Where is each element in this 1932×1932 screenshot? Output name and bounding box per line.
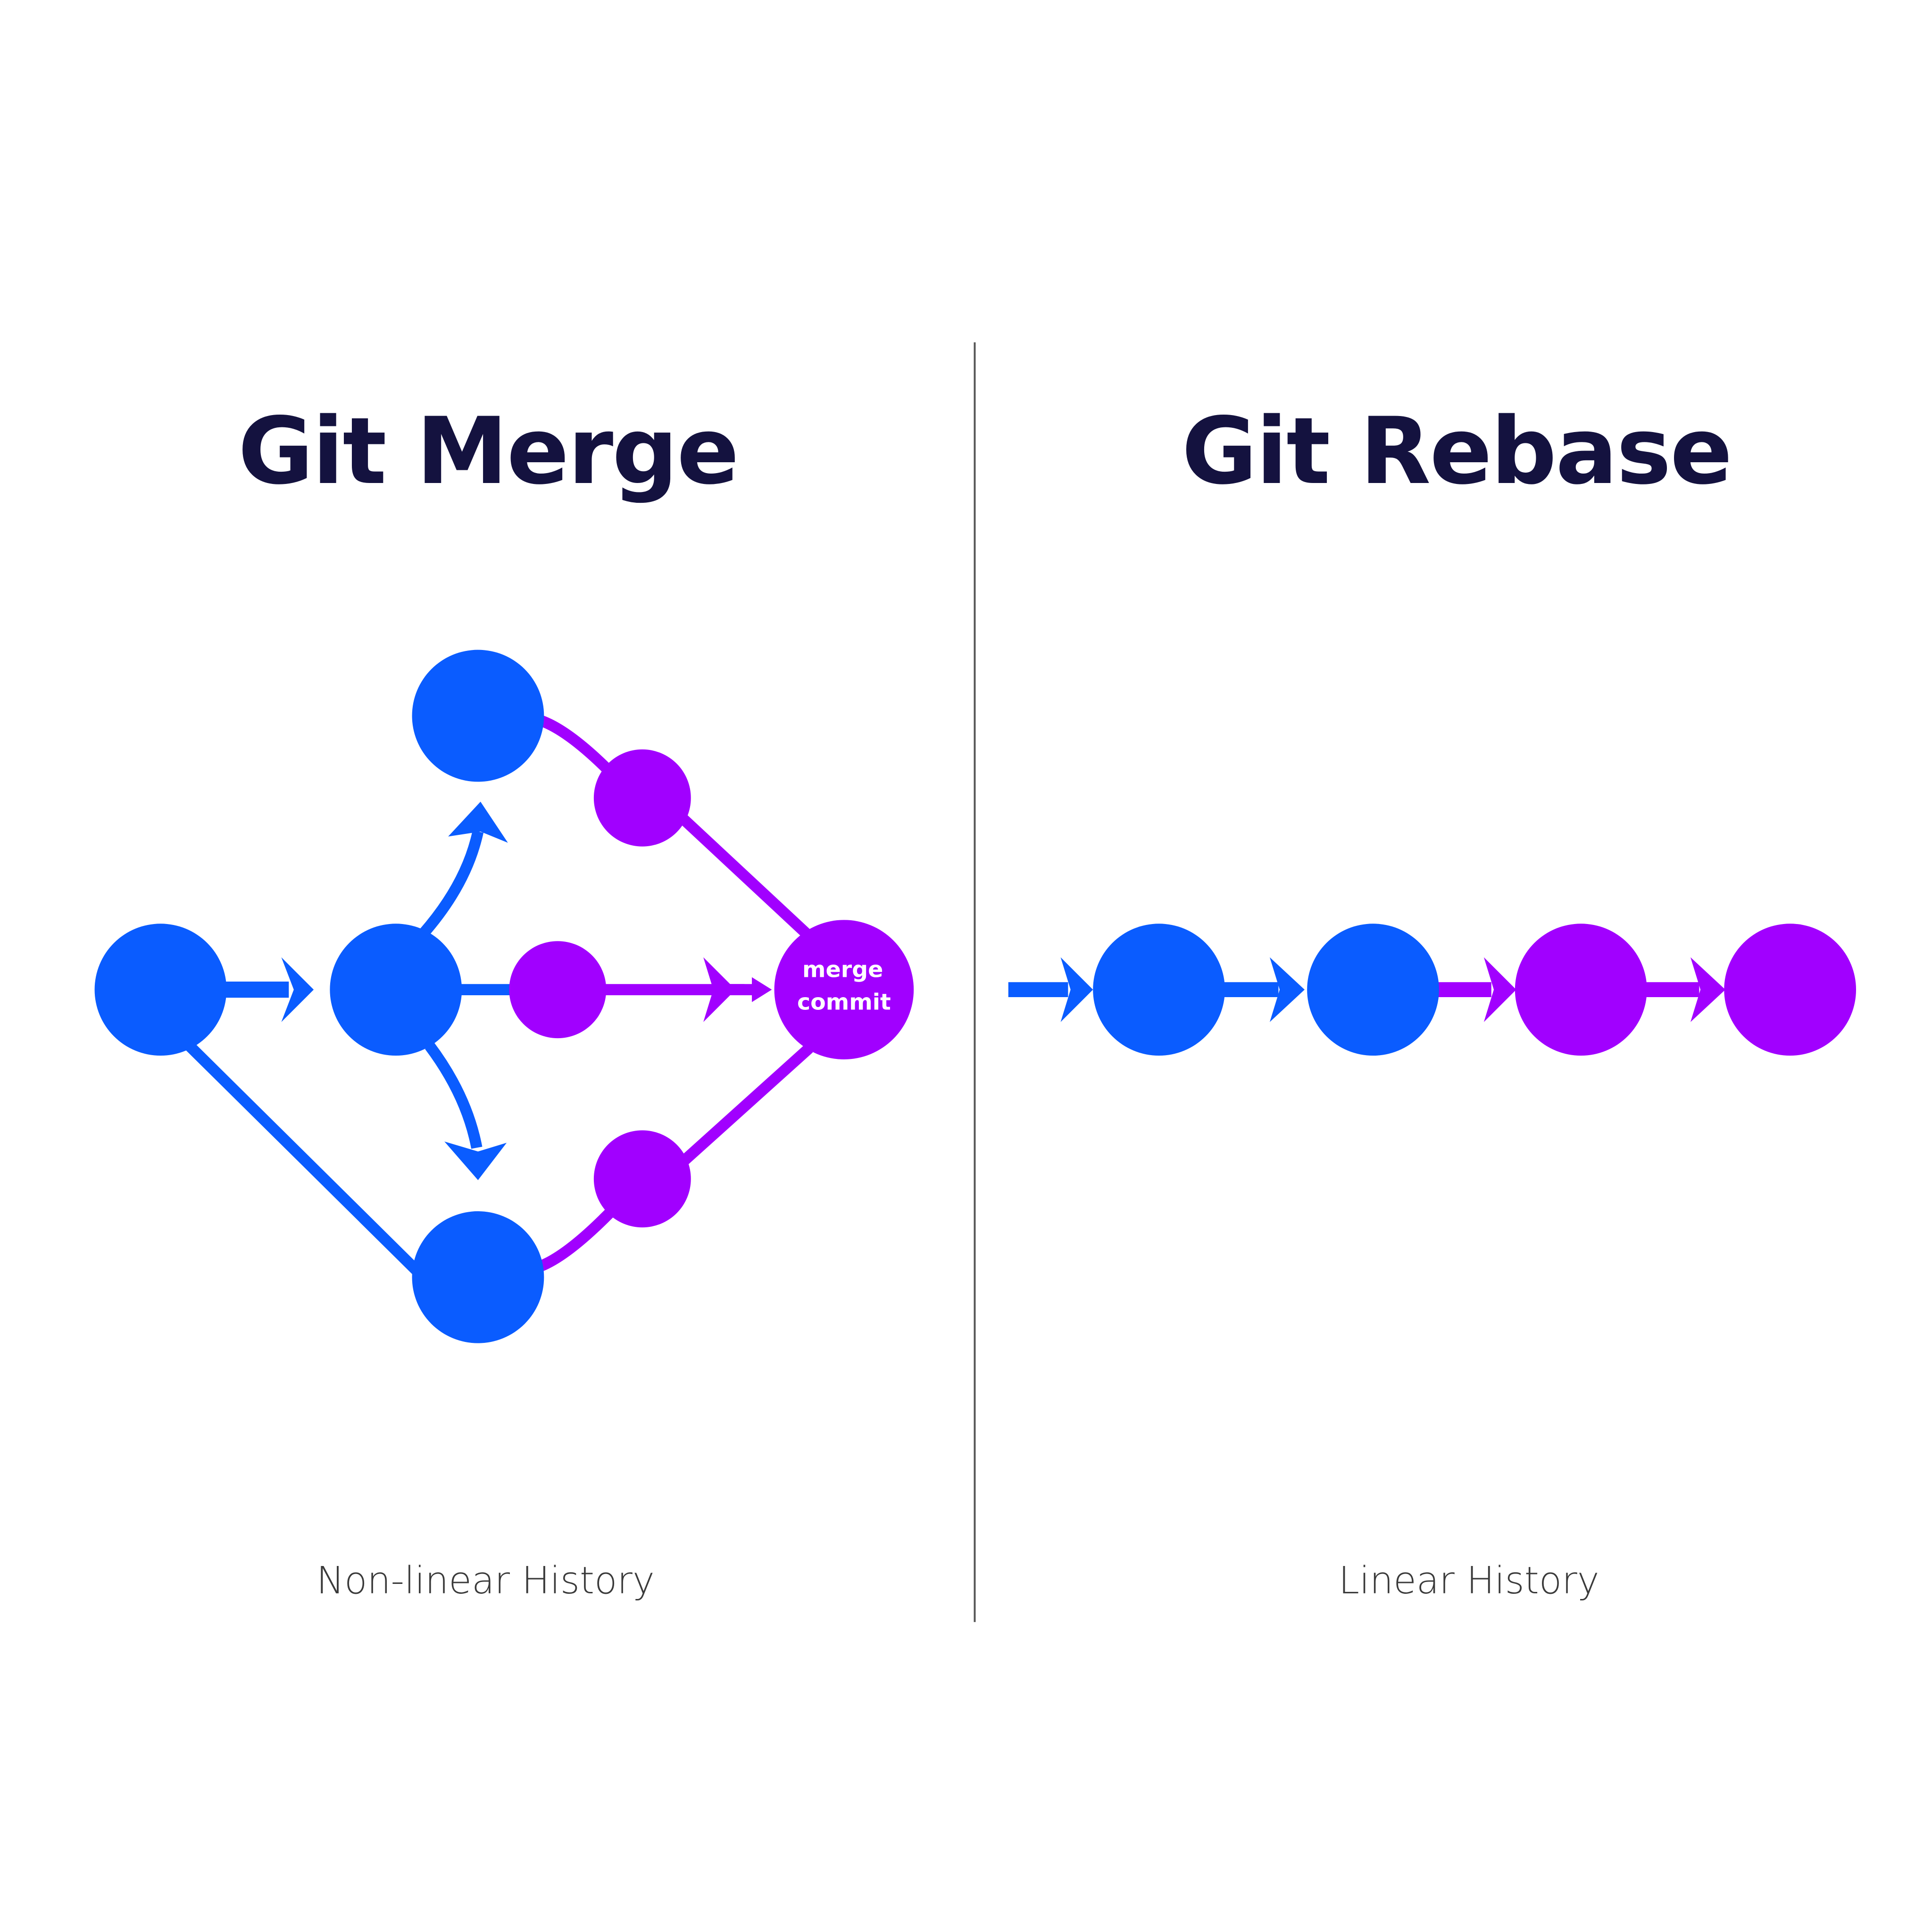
edge-bottom-blue-to-bottom-purple bbox=[535, 1206, 616, 1273]
commit-node-2 bbox=[1307, 924, 1439, 1056]
commit-node-top-purple bbox=[593, 749, 691, 847]
commit-node-branch-point bbox=[330, 924, 462, 1056]
arrow-head-icon bbox=[448, 801, 508, 843]
merge-nodes: merge commit bbox=[94, 650, 914, 1343]
rebase-edges bbox=[1008, 957, 1725, 1022]
edge-bottom-purple-to-merge bbox=[681, 1044, 813, 1165]
commit-node-bottom-blue bbox=[412, 1211, 544, 1343]
commit-node-bottom-purple bbox=[593, 1130, 691, 1228]
rebase-caption: Linear History bbox=[1339, 1559, 1599, 1602]
arrow-head-icon bbox=[752, 977, 772, 1002]
edge-branch-to-bottom bbox=[425, 1042, 483, 1149]
arrow-head-icon bbox=[703, 957, 736, 1022]
commit-node-1 bbox=[1093, 924, 1225, 1056]
merge-commit-label-line1: merge bbox=[802, 957, 883, 983]
commit-node-4 bbox=[1724, 924, 1857, 1056]
edge-branch-to-top bbox=[419, 830, 484, 938]
arrow-head-icon bbox=[1690, 957, 1725, 1022]
arrow-head-icon bbox=[1483, 957, 1516, 1022]
rebase-nodes bbox=[1093, 924, 1857, 1056]
arrow-head-icon bbox=[1269, 957, 1305, 1022]
rebase-title: Git Rebase bbox=[1182, 398, 1731, 505]
commit-node-base bbox=[94, 924, 227, 1056]
edge-top-purple-to-merge bbox=[678, 814, 813, 941]
commit-node-middle-purple bbox=[509, 941, 607, 1039]
arrow-head-icon bbox=[1060, 957, 1093, 1022]
merge-commit-node bbox=[774, 920, 914, 1059]
commit-node-3 bbox=[1515, 924, 1647, 1056]
edge-base-to-bottom bbox=[183, 1039, 425, 1279]
merge-edges bbox=[183, 714, 813, 1279]
merge-commit-label-line2: commit bbox=[797, 989, 891, 1015]
merge-caption: Non-linear History bbox=[316, 1559, 655, 1602]
commit-node-top-blue bbox=[412, 650, 544, 782]
arrow-head-icon bbox=[444, 1141, 507, 1180]
merge-panel: Git Merge bbox=[94, 398, 914, 1602]
edge-top-blue-to-top-purple bbox=[536, 714, 614, 776]
arrow-head-icon bbox=[281, 957, 314, 1022]
rebase-panel: Git Rebase Linear History bbox=[1008, 398, 1857, 1602]
merge-title: Git Merge bbox=[238, 398, 738, 505]
